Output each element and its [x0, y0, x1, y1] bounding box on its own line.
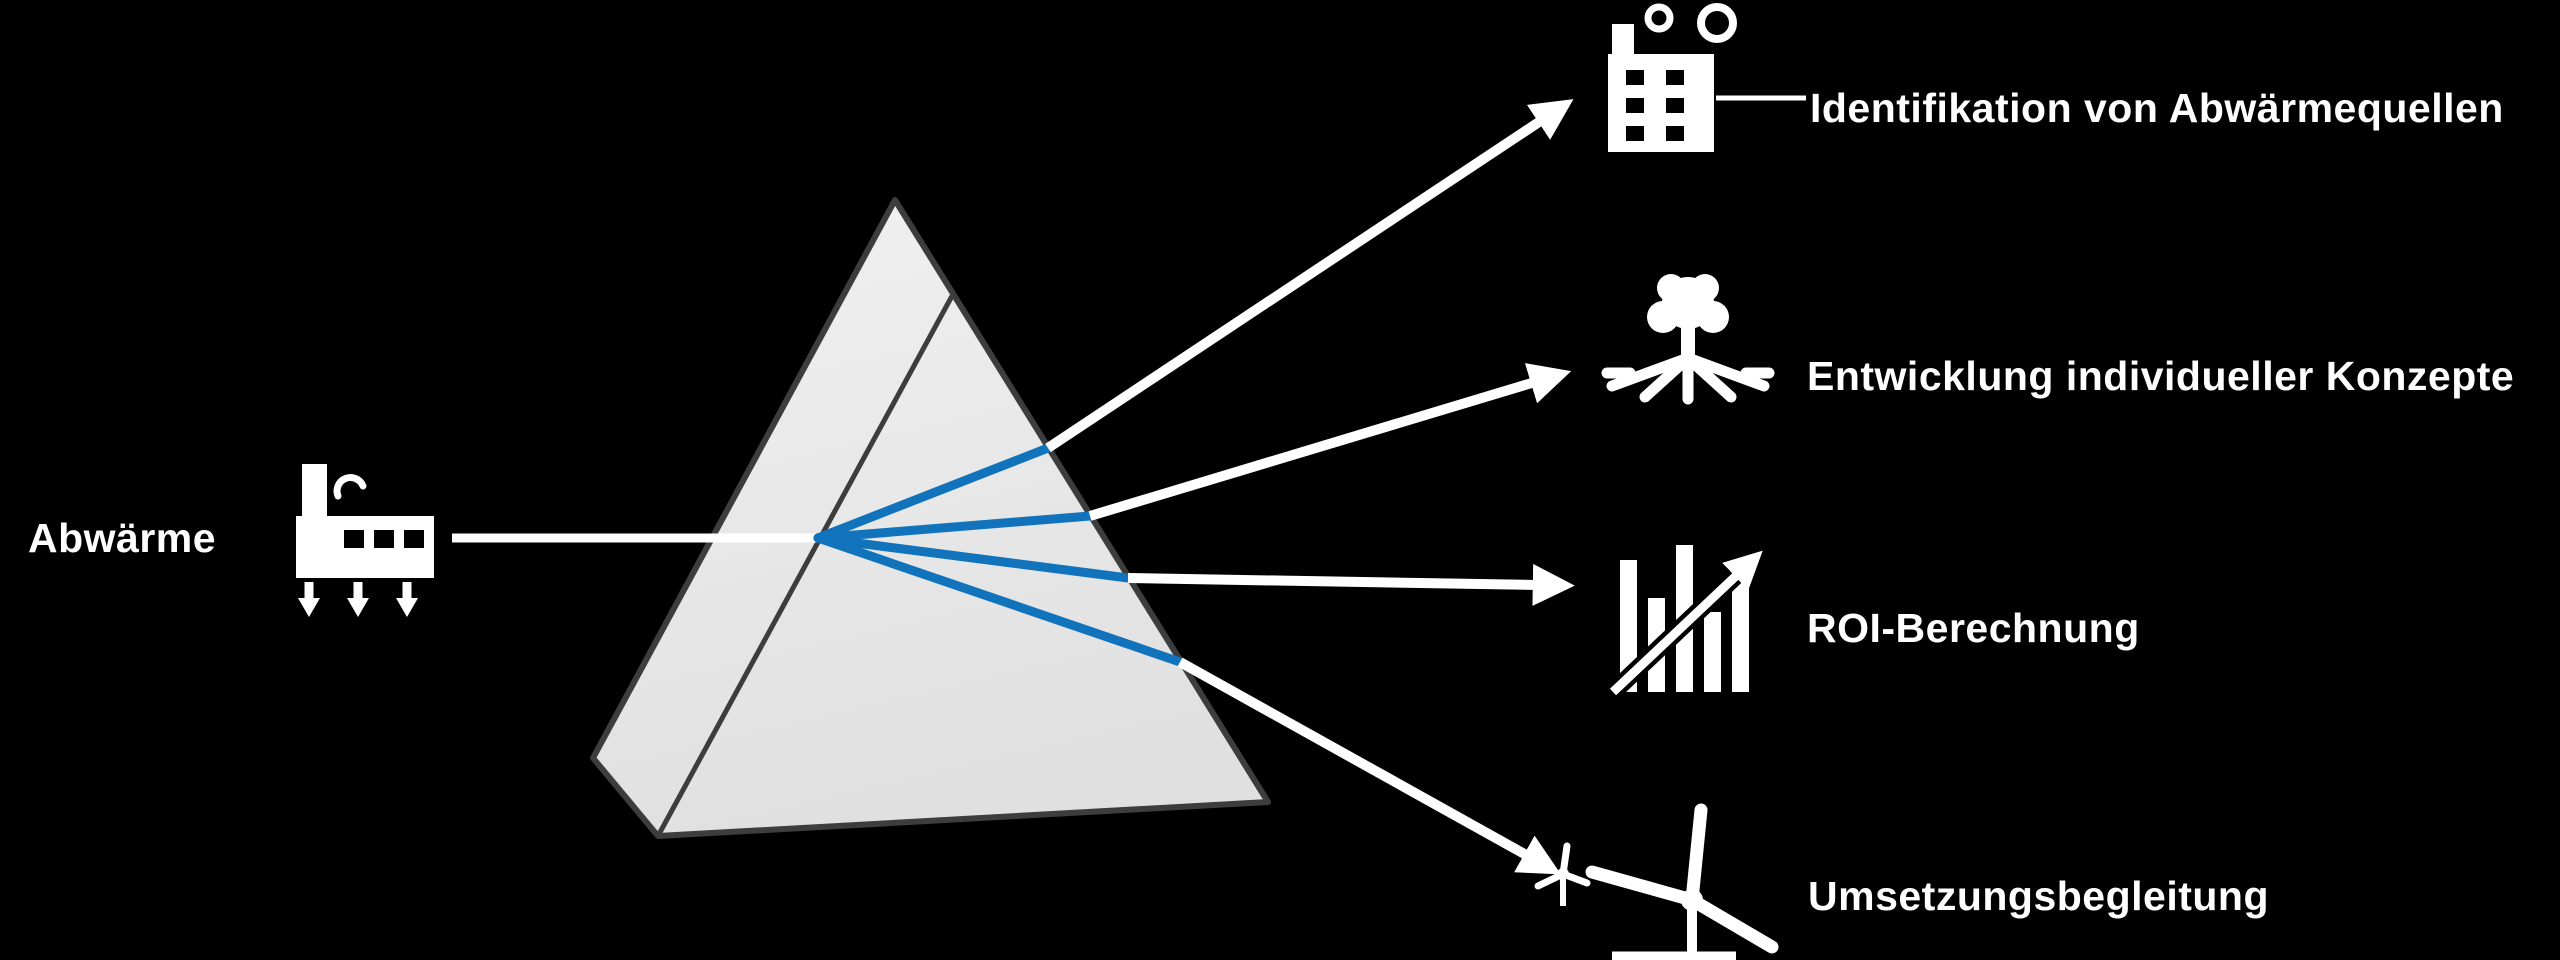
- tree-crown: [1691, 274, 1719, 302]
- growth-chart-icon: [1606, 545, 1763, 699]
- blue-ray-4: [813, 533, 1185, 667]
- arrow-to-output-2: [1088, 363, 1572, 521]
- prism: [590, 197, 1271, 839]
- arrow-to-output-1: [1045, 99, 1574, 453]
- smoke-ring-large: [1697, 3, 1737, 43]
- prism-body: [590, 197, 1271, 839]
- output-arrows: [1045, 99, 1575, 875]
- output-label-4: Umsetzungsbegleitung: [1808, 873, 2270, 919]
- blue-ray-3: [813, 533, 1133, 583]
- factory-magnifier-smoke-icon: [1608, 3, 1737, 152]
- chimney: [302, 464, 327, 522]
- building-body: [1608, 54, 1714, 152]
- input-label: Abwärme: [28, 515, 217, 561]
- prism-edge-line: [655, 294, 955, 838]
- heat-down-arrows: [298, 582, 418, 617]
- wind-turbine-icon: [1534, 803, 1779, 960]
- small-turbine: [1534, 842, 1591, 906]
- chart-trend-arrow: [1609, 550, 1763, 696]
- tree-roots: [1601, 352, 1775, 405]
- building-windows: [1626, 70, 1684, 141]
- chart-bar: [1620, 560, 1637, 692]
- chart-bar: [1732, 572, 1749, 692]
- tree-crown: [1697, 301, 1729, 333]
- factory-window: [404, 530, 424, 548]
- factory-window: [344, 530, 364, 548]
- output-label-2: Entwicklung individueller Konzepte: [1807, 353, 2515, 399]
- output-label-3: ROI-Berechnung: [1807, 605, 2140, 651]
- factory-window: [374, 530, 394, 548]
- turbine-hub: [1681, 889, 1703, 911]
- chart-bar: [1704, 612, 1721, 692]
- arrow-to-output-4: [1177, 657, 1562, 875]
- factory-heat-icon: [296, 464, 434, 617]
- smoke-ring-small: [1644, 3, 1674, 33]
- blue-ray-1: [813, 443, 1053, 543]
- refracted-rays: [813, 443, 1185, 667]
- arrow-to-output-3: [1127, 563, 1575, 606]
- tree-trunk: [1681, 322, 1695, 362]
- tree-crown: [1647, 301, 1679, 333]
- tree-roots-icon: [1601, 274, 1775, 405]
- tree-crown: [1657, 274, 1685, 302]
- blue-ray-2: [813, 511, 1095, 543]
- chimney: [1612, 24, 1634, 58]
- output-label-1: Identifikation von Abwärmequellen: [1810, 85, 2504, 131]
- smoke-curl: [333, 474, 367, 500]
- turbine-blades: [1585, 803, 1779, 954]
